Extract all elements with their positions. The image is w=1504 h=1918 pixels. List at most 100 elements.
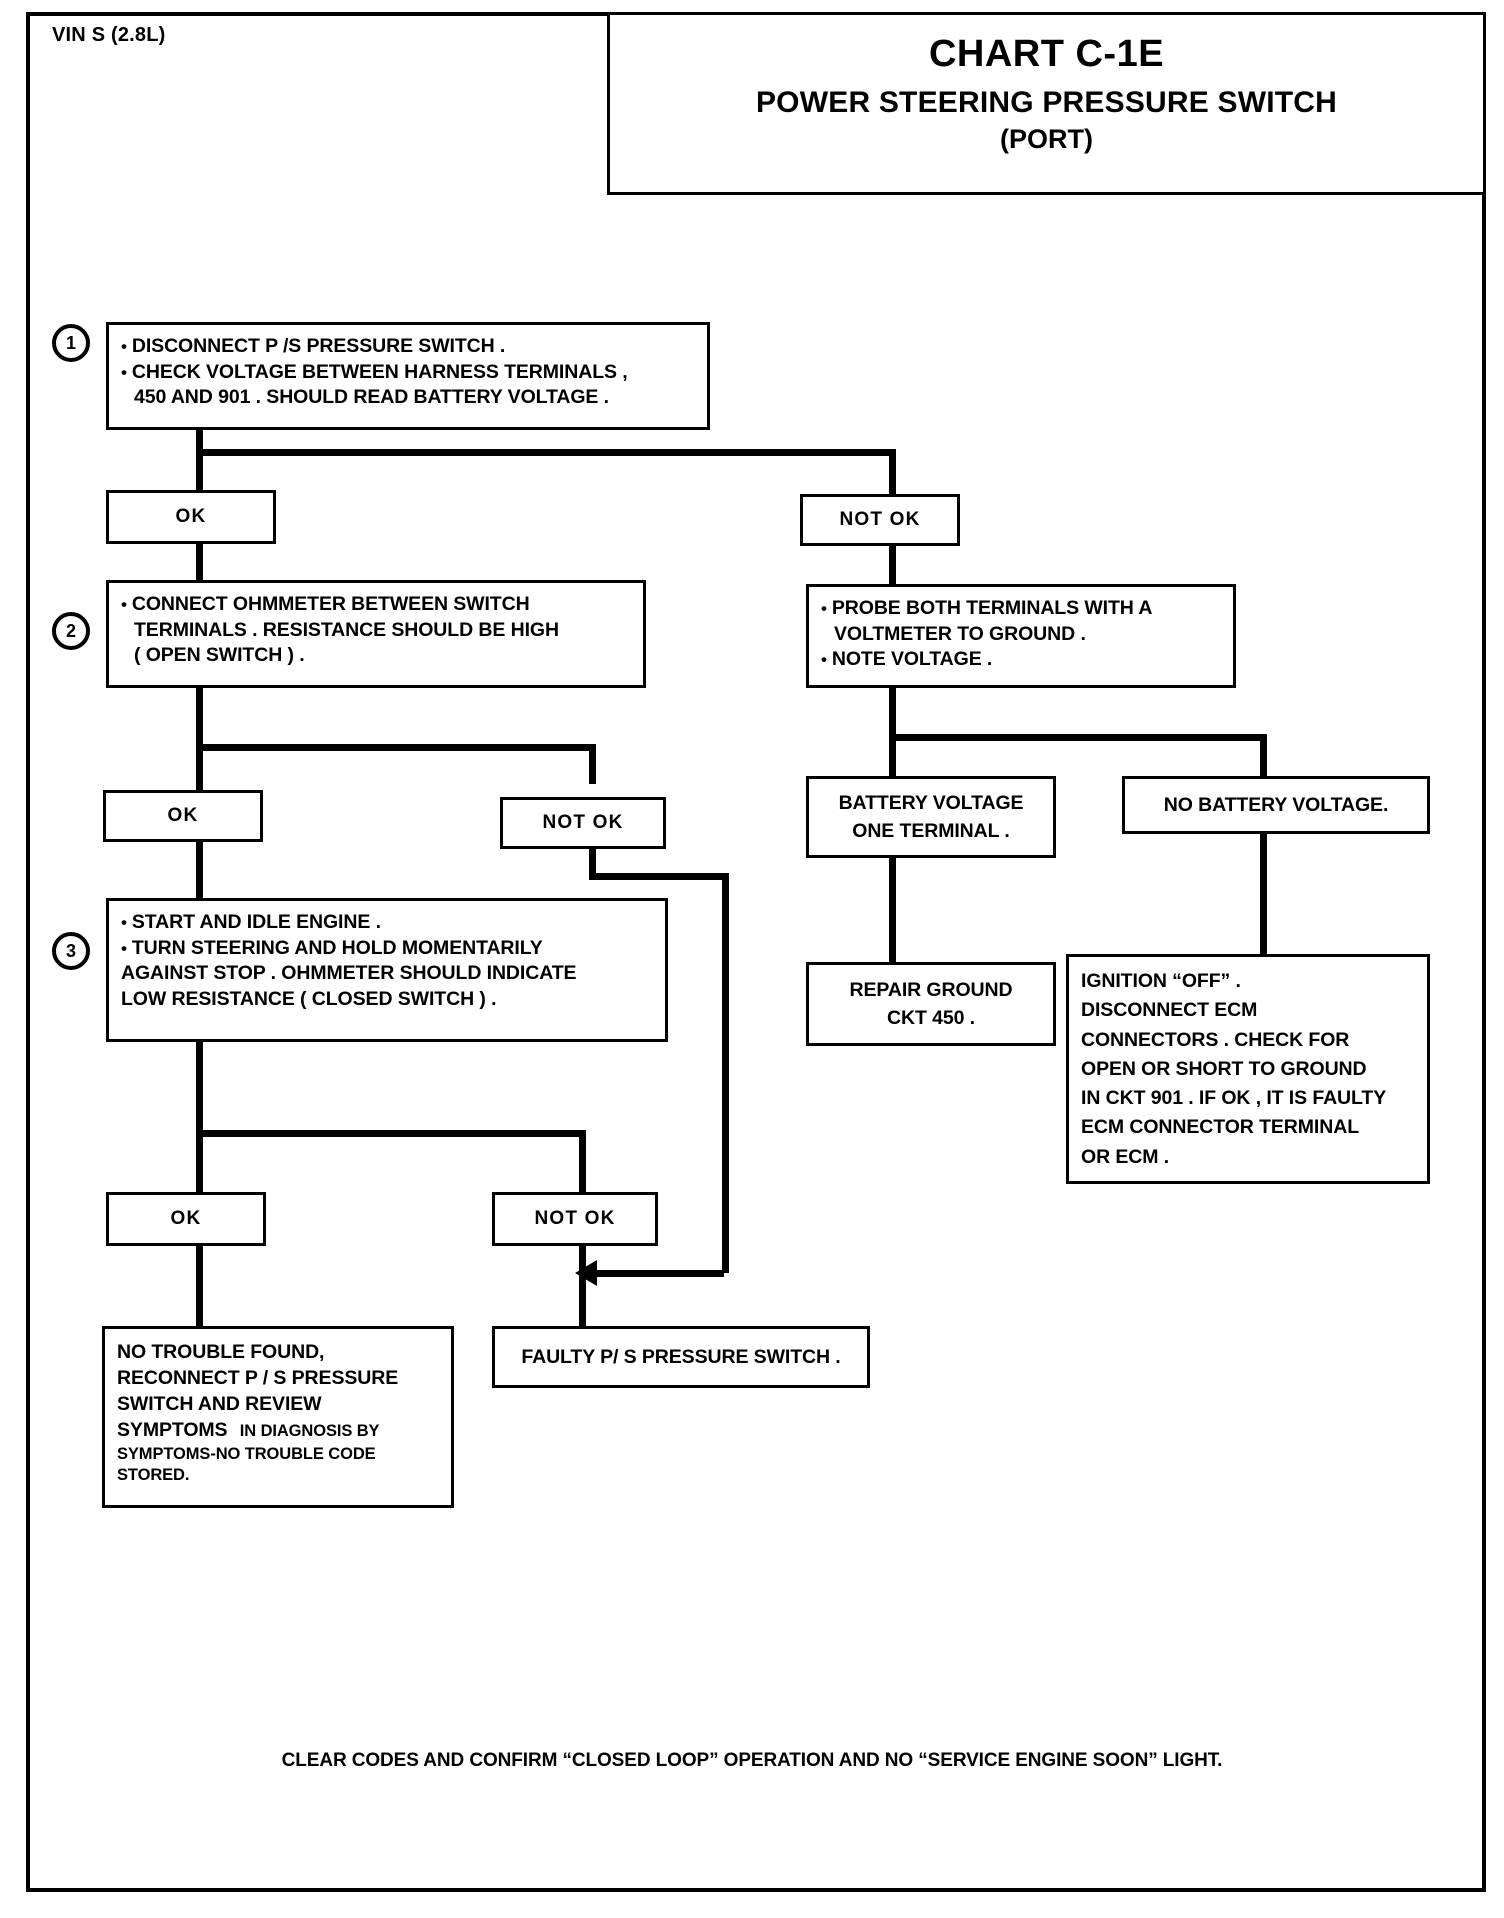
- repair-ground-line-1: REPAIR GROUND: [849, 978, 1013, 1001]
- step1-ok-tag: OK: [106, 490, 276, 544]
- probe-line-3: NOTE VOLTAGE .: [821, 647, 1221, 673]
- connector-step2-down: [196, 688, 203, 748]
- ignition-line-3: CONNECTORS . CHECK FOR: [1081, 1028, 1350, 1051]
- step3-instruction-text: START AND IDLE ENGINE . TURN STEERING AN…: [109, 901, 665, 1021]
- step1-ok-label: OK: [175, 506, 207, 527]
- step3-ok-tag: OK: [106, 1192, 266, 1246]
- ignition-off-text: IGNITION “OFF” . DISCONNECT ECM CONNECTO…: [1069, 957, 1427, 1182]
- ignition-line-6: ECM CONNECTOR TERMINAL: [1081, 1116, 1360, 1139]
- connector-step1-bus: [196, 449, 896, 456]
- step1-line-3: 450 AND 901 . SHOULD READ BATTERY VOLTAG…: [134, 386, 609, 409]
- step-number-1: 1: [52, 324, 90, 362]
- step1-instruction-text: DISCONNECT P /S PRESSURE SWITCH . CHECK …: [109, 325, 707, 419]
- ignition-line-7: OR ECM .: [1081, 1145, 1170, 1168]
- connector-ok1-to-step2: [196, 540, 203, 584]
- step1-line-2: CHECK VOLTAGE BETWEEN HARNESS TERMINALS …: [121, 360, 695, 386]
- step3-line-2: TURN STEERING AND HOLD MOMENTARILY: [121, 936, 653, 962]
- connector-step3-ok-down: [196, 1130, 203, 1196]
- no-trouble-line-6: STORED.: [117, 1466, 190, 1485]
- connector-ok2-to-step3: [196, 838, 203, 900]
- no-trouble-line-5: SYMPTOMS-NO TROUBLE CODE: [117, 1444, 376, 1463]
- connector-probe-down: [889, 688, 896, 738]
- step2-notok-tag: NOT OK: [500, 797, 666, 849]
- step2-line-2: TERMINALS . RESISTANCE SHOULD BE HIGH: [134, 618, 559, 641]
- footer-note: CLEAR CODES AND CONFIRM “CLOSED LOOP” OP…: [281, 1750, 1223, 1771]
- ignition-line-1: IGNITION “OFF” .: [1081, 970, 1241, 992]
- connector-arrow-line: [584, 1270, 724, 1277]
- connector-notok2-down-a: [589, 845, 596, 879]
- battery-voltage-line-2: ONE TERMINAL .: [852, 820, 1010, 842]
- no-battery-voltage-box: NO BATTERY VOLTAGE.: [1122, 776, 1430, 834]
- connector-probe-bus: [889, 734, 1267, 741]
- probe-line-2: VOLTMETER TO GROUND .: [834, 622, 1086, 645]
- connector-step2-notok-down: [589, 744, 596, 784]
- chart-subtitle: (PORT): [1000, 124, 1093, 154]
- probe-text: PROBE BOTH TERMINALS WITH A VOLTMETER TO…: [809, 587, 1233, 681]
- repair-ground-text: REPAIR GROUND CKT 450 .: [809, 965, 1053, 1043]
- step1-notok-tag: NOT OK: [800, 494, 960, 546]
- step2-line-1: CONNECT OHMMETER BETWEEN SWITCH: [121, 592, 631, 618]
- ignition-line-5: IN CKT 901 . IF OK , IT IS FAULTY: [1081, 1087, 1387, 1109]
- no-trouble-line-2: RECONNECT P / S PRESSURE: [117, 1367, 399, 1390]
- step2-instruction-box: CONNECT OHMMETER BETWEEN SWITCH TERMINAL…: [106, 580, 646, 688]
- probe-terminals-box: PROBE BOTH TERMINALS WITH A VOLTMETER TO…: [806, 584, 1236, 688]
- ignition-line-2: DISCONNECT ECM: [1081, 999, 1258, 1022]
- connector-nobatt-down: [1260, 734, 1267, 780]
- connector-step2-bus: [196, 744, 596, 751]
- repair-ground-box: REPAIR GROUND CKT 450 .: [806, 962, 1056, 1046]
- no-battery-voltage-text: NO BATTERY VOLTAGE.: [1163, 793, 1389, 816]
- repair-ground-line-2: CKT 450 .: [887, 1007, 975, 1029]
- arrow-head-icon: [575, 1260, 597, 1286]
- vin-label: VIN S (2.8L): [52, 24, 166, 46]
- connector-step3-bus: [196, 1130, 586, 1137]
- step3-line-1: START AND IDLE ENGINE .: [121, 910, 653, 936]
- step3-ok-label: OK: [170, 1208, 202, 1229]
- step1-notok-label: NOT OK: [839, 509, 921, 530]
- step3-notok-label: NOT OK: [534, 1208, 616, 1229]
- connector-notok1-to-probe: [889, 542, 896, 586]
- faulty-switch-text: FAULTY P/ S PRESSURE SWITCH .: [521, 1345, 841, 1368]
- connector-step3-down: [196, 1042, 203, 1132]
- no-trouble-line-3: SWITCH AND REVIEW: [117, 1393, 322, 1416]
- probe-line-1: PROBE BOTH TERMINALS WITH A: [821, 596, 1221, 622]
- step1-line-1: DISCONNECT P /S PRESSURE SWITCH .: [121, 334, 695, 360]
- step2-instruction-text: CONNECT OHMMETER BETWEEN SWITCH TERMINAL…: [109, 583, 643, 677]
- no-trouble-line-1: NO TROUBLE FOUND,: [117, 1341, 325, 1363]
- connector-batt-to-repair: [889, 856, 896, 966]
- step-number-2: 2: [52, 612, 90, 650]
- connector-step1-down: [196, 430, 203, 455]
- connector-step3-notok-down: [579, 1130, 586, 1196]
- chart-id: CHART C-1E: [928, 33, 1165, 75]
- no-trouble-found-box: NO TROUBLE FOUND, RECONNECT P / S PRESSU…: [102, 1326, 454, 1508]
- connector-ok3-to-notrouble: [196, 1242, 203, 1328]
- battery-voltage-line-1: BATTERY VOLTAGE: [838, 791, 1024, 814]
- battery-voltage-text: BATTERY VOLTAGE ONE TERMINAL .: [809, 779, 1053, 855]
- step3-line-3: AGAINST STOP . OHMMETER SHOULD INDICATE: [121, 962, 577, 985]
- step2-ok-label: OK: [167, 805, 199, 826]
- faulty-switch-box: FAULTY P/ S PRESSURE SWITCH .: [492, 1326, 870, 1388]
- connector-step1-notok-down: [889, 449, 896, 494]
- step2-line-3: ( OPEN SWITCH ) .: [134, 644, 305, 667]
- step1-instruction-box: DISCONNECT P /S PRESSURE SWITCH . CHECK …: [106, 322, 710, 430]
- battery-voltage-box: BATTERY VOLTAGE ONE TERMINAL .: [806, 776, 1056, 858]
- no-trouble-line-4: SYMPTOMS IN DIAGNOSIS BY: [117, 1417, 439, 1443]
- step2-notok-label: NOT OK: [542, 812, 624, 833]
- step3-line-4: LOW RESISTANCE ( CLOSED SWITCH ) .: [121, 988, 497, 1011]
- chart-title-box: CHART C-1E POWER STEERING PRESSURE SWITC…: [607, 12, 1486, 195]
- connector-step1-ok-down: [196, 449, 203, 494]
- ignition-off-box: IGNITION “OFF” . DISCONNECT ECM CONNECTO…: [1066, 954, 1430, 1184]
- step-number-3: 3: [52, 932, 90, 970]
- step3-instruction-box: START AND IDLE ENGINE . TURN STEERING AN…: [106, 898, 668, 1042]
- connector-nobatt-to-ignition: [1260, 832, 1267, 958]
- step2-ok-tag: OK: [103, 790, 263, 842]
- step3-notok-tag: NOT OK: [492, 1192, 658, 1246]
- no-trouble-symptoms-note: IN DIAGNOSIS BY: [239, 1422, 380, 1441]
- no-trouble-found-text: NO TROUBLE FOUND, RECONNECT P / S PRESSU…: [105, 1329, 451, 1497]
- chart-title: POWER STEERING PRESSURE SWITCH: [755, 86, 1338, 119]
- connector-step2-ok-down: [196, 744, 203, 792]
- ignition-line-4: OPEN OR SHORT TO GROUND: [1081, 1057, 1367, 1080]
- connector-batt-down: [889, 734, 896, 780]
- no-trouble-symptoms-emph: SYMPTOMS: [117, 1419, 228, 1442]
- connector-notok2-right: [589, 873, 729, 880]
